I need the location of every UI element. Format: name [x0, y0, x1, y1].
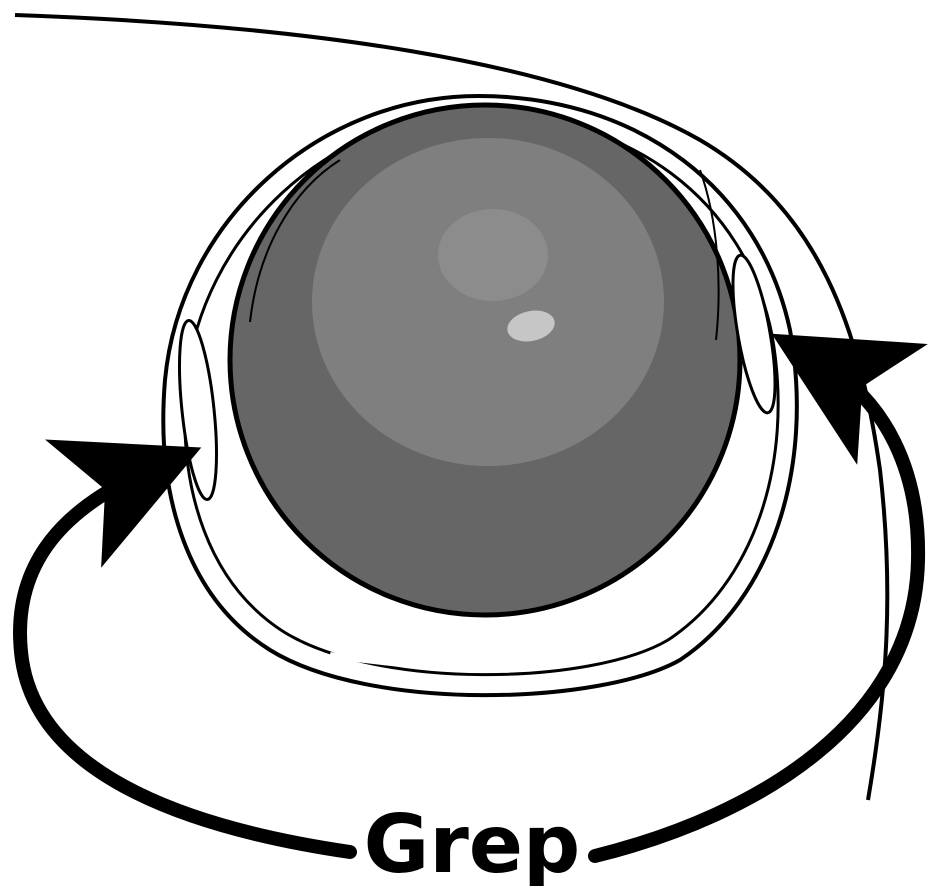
trackball-highlight-large — [438, 209, 548, 301]
trackball — [230, 105, 740, 615]
grip-label: Grep — [364, 798, 581, 886]
trackball-inner-shade — [312, 138, 664, 466]
